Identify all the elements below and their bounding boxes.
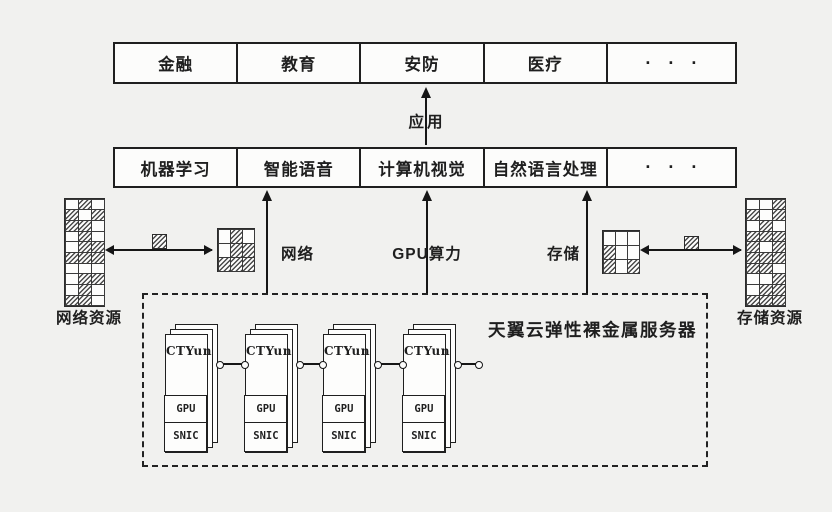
up-arrow-icon <box>262 190 272 201</box>
application-cell-medical: 医疗 <box>482 44 606 82</box>
snic-slot: SNIC <box>322 422 366 452</box>
storage-resource-label: 存储资源 <box>736 310 804 327</box>
free-cell <box>90 294 105 307</box>
server-card-stack: CTYun GPU SNIC <box>244 324 298 453</box>
bare-metal-server-box <box>142 293 708 467</box>
snic-slot: SNIC <box>164 422 208 452</box>
link-node-icon <box>475 361 483 369</box>
link-node-icon <box>296 361 304 369</box>
gpu-arrow-label: GPU算力 <box>392 246 462 263</box>
server-box-title: 天翼云弹性裸金属服务器 <box>488 320 697 340</box>
link-node-icon <box>399 361 407 369</box>
capability-row: 机器学习 智能语音 计算机视觉 自然语言处理 · · · <box>113 147 737 188</box>
capability-cell-computer-vision: 计算机视觉 <box>359 149 482 186</box>
allocated-cell <box>77 294 92 307</box>
free-cell <box>626 244 640 260</box>
allocated-cell <box>241 256 255 272</box>
gpu-slot: GPU <box>164 395 208 425</box>
capability-cell-speech: 智能语音 <box>236 149 359 186</box>
application-cell-finance: 金融 <box>158 56 194 74</box>
card-link-line <box>456 363 478 365</box>
card-link-line <box>298 363 323 365</box>
link-node-icon <box>216 361 224 369</box>
card-brand: CTYun <box>404 344 450 358</box>
network-allocation-grid <box>217 228 255 272</box>
storage-exchange-arrow-line <box>642 249 741 251</box>
up-arrow-icon <box>582 190 592 201</box>
snic-slot: SNIC <box>402 422 446 452</box>
allocated-cell <box>626 258 640 274</box>
allocated-cell <box>745 294 760 307</box>
capability-cell-machine-learning: 机器学习 <box>140 160 211 179</box>
allocated-cell <box>771 294 786 307</box>
server-card: CTYun GPU SNIC <box>322 334 370 453</box>
network-arrow-label: 网络 <box>281 246 315 263</box>
storage-allocation-grid <box>602 230 640 274</box>
snic-slot: SNIC <box>244 422 288 452</box>
capability-cell-nlp: 自然语言处理 <box>482 149 606 186</box>
card-brand: CTYun <box>166 344 212 358</box>
up-arrow-icon <box>421 87 431 98</box>
card-link-line <box>218 363 245 365</box>
link-node-icon <box>454 361 462 369</box>
server-card: CTYun GPU SNIC <box>164 334 212 453</box>
network-resource-pool-grid <box>64 198 105 307</box>
link-node-icon <box>319 361 327 369</box>
network-exchange-arrow-line <box>107 249 212 251</box>
application-cell-education: 教育 <box>236 44 359 82</box>
network-arrow-line <box>266 200 268 293</box>
link-node-icon <box>241 361 249 369</box>
capability-cell-ellipsis: · · · <box>605 149 735 186</box>
application-arrow-line <box>425 96 427 145</box>
card-brand: CTYun <box>246 344 292 358</box>
server-card: CTYun GPU SNIC <box>402 334 450 453</box>
card-brand: CTYun <box>324 344 370 358</box>
allocated-cell <box>241 242 255 258</box>
free-cell <box>241 228 255 244</box>
server-card-stack: CTYun GPU SNIC <box>402 324 456 453</box>
network-resource-label: 网络资源 <box>55 310 123 327</box>
application-cell-ellipsis: · · · <box>605 44 735 82</box>
gpu-arrow-line <box>426 200 428 293</box>
gpu-slot: GPU <box>402 395 446 425</box>
gpu-slot: GPU <box>244 395 288 425</box>
application-row: 金融 教育 安防 医疗 · · · <box>113 42 737 84</box>
up-arrow-icon <box>422 190 432 201</box>
storage-arrow-line <box>586 200 588 293</box>
free-cell <box>626 230 640 246</box>
storage-arrow-label: 存储 <box>547 246 581 263</box>
application-arrow-label: 应用 <box>408 114 446 131</box>
network-unit-square-icon <box>152 234 167 249</box>
link-node-icon <box>374 361 382 369</box>
server-card-stack: CTYun GPU SNIC <box>322 324 376 453</box>
application-cell-security: 安防 <box>359 44 482 82</box>
gpu-slot: GPU <box>322 395 366 425</box>
server-card: CTYun GPU SNIC <box>244 334 292 453</box>
storage-resource-pool-grid <box>745 198 786 307</box>
card-link-line <box>376 363 403 365</box>
allocated-cell <box>64 294 79 307</box>
allocated-cell <box>758 294 773 307</box>
server-card-stack: CTYun GPU SNIC <box>164 324 218 453</box>
